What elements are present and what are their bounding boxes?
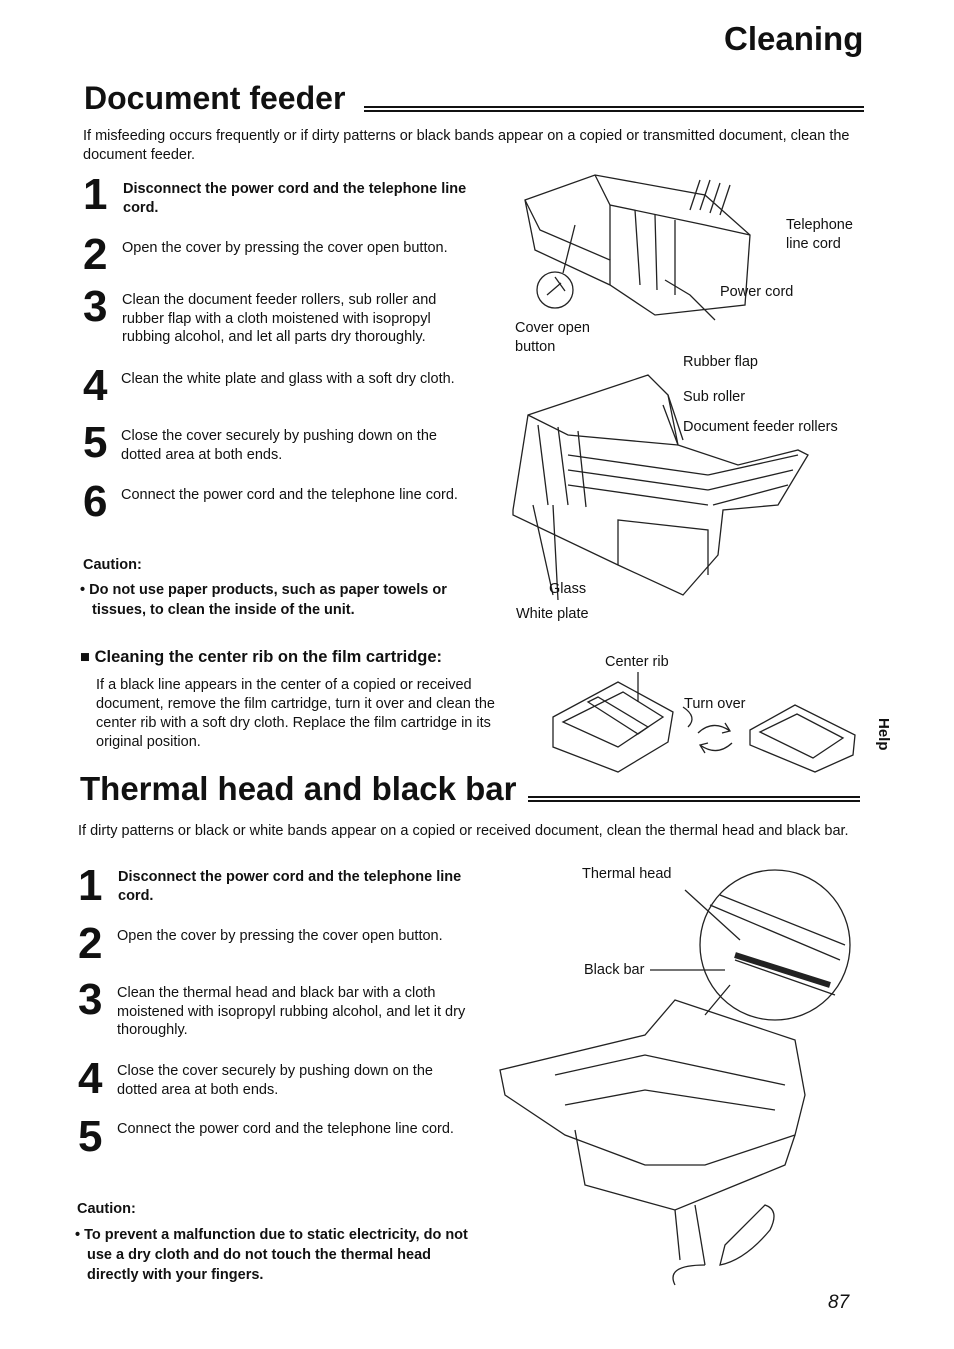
step-number: 4 (83, 361, 108, 410)
step-text: Connect the power cord and the telephone… (117, 1121, 454, 1137)
step-number: 2 (83, 230, 108, 279)
step-text: Disconnect the power cord and the teleph… (123, 181, 467, 216)
center-rib-heading: ■ Cleaning the center rib on the film ca… (80, 648, 443, 666)
step-number: 3 (78, 975, 103, 1024)
step-text: Close the cover securely by pushing down… (121, 428, 437, 463)
step-number: 2 (78, 919, 103, 968)
help-side-tab: Help (875, 718, 892, 751)
step-text: Disconnect the power cord and the teleph… (118, 869, 462, 904)
fax-exterior-illustration (524, 174, 751, 321)
step-number: 5 (83, 418, 108, 467)
title-rule (528, 796, 860, 802)
turn-over-arrow-icon (697, 722, 733, 754)
turn-over-label: Turn over (684, 696, 746, 712)
thermal-head-label: Thermal head (582, 866, 672, 882)
center-rib-label: Center rib (605, 654, 669, 670)
thermal-head-title: Thermal head and black bar (80, 770, 517, 807)
caution-text: • To prevent a malfunction due to static… (75, 1227, 468, 1283)
document-feeder-intro: If misfeeding occurs frequently or if di… (83, 128, 850, 163)
step-text: Clean the thermal head and black bar wit… (117, 985, 466, 1038)
step-text: Clean the white plate and glass with a s… (121, 371, 455, 387)
center-rib-text: If a black line appears in the center of… (96, 677, 495, 750)
document-feeder-rollers-label: Document feeder rollers (683, 419, 838, 435)
step-text: Open the cover by pressing the cover ope… (117, 928, 443, 944)
page-number: 87 (828, 1292, 850, 1313)
thermal-head-illustration (499, 869, 851, 1286)
film-cartridge-flipped-illustration (749, 704, 856, 773)
rubber-flap-label: Rubber flap (683, 354, 758, 370)
title-rule (364, 106, 864, 112)
step-number: 6 (83, 477, 108, 526)
step-text: Connect the power cord and the telephone… (121, 487, 458, 503)
step-number: 4 (78, 1054, 103, 1103)
fax-interior-illustration (512, 374, 809, 600)
section-header: Cleaning (724, 20, 864, 57)
step-number: 1 (78, 861, 103, 910)
cover-open-button-label: Cover open button (515, 320, 590, 355)
document-feeder-title: Document feeder (84, 80, 346, 116)
step-number: 3 (83, 282, 108, 331)
film-cartridge-illustration (552, 672, 693, 773)
power-cord-label: Power cord (720, 284, 794, 300)
caution-title: Caution: (83, 557, 142, 573)
white-plate-label: White plate (516, 606, 589, 622)
step-text: Clean the document feeder rollers, sub r… (122, 292, 437, 345)
step-text: Open the cover by pressing the cover ope… (122, 240, 448, 256)
step-text: Close the cover securely by pushing down… (117, 1063, 433, 1098)
sub-roller-label: Sub roller (683, 389, 746, 405)
step-number: 1 (83, 170, 108, 219)
telephone-line-cord-label: Telephone line cord (786, 217, 853, 252)
caution-text: • Do not use paper products, such as pap… (80, 582, 447, 618)
black-bar-label: Black bar (584, 962, 645, 978)
caution-title: Caution: (77, 1201, 136, 1217)
thermal-head-intro: If dirty patterns or black or white band… (78, 823, 849, 839)
step-number: 5 (78, 1112, 103, 1161)
glass-label: Glass (549, 581, 587, 597)
